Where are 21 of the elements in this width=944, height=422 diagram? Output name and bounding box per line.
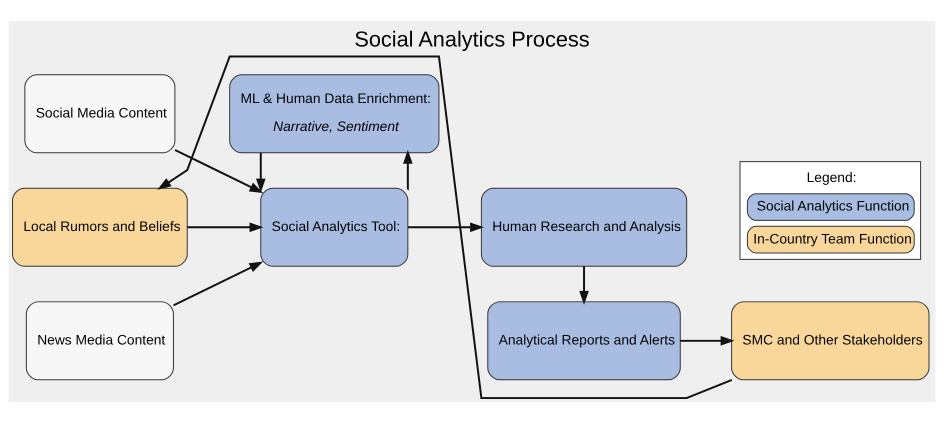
node-box: Social Analytics Tool: [260, 187, 408, 266]
arrow [579, 266, 589, 304]
arrow [256, 152, 266, 192]
legend-label: Social Analytics Function [756, 197, 910, 214]
node-box: Analytical Reports and Alerts [487, 300, 681, 380]
arrow [187, 222, 264, 232]
node-box: Social Media Content [24, 74, 176, 153]
node-box: ML & Human Data Enrichment: Narrative, Sentiment [229, 74, 440, 153]
arrow [403, 149, 413, 190]
arrow [157, 55, 732, 399]
arrow [408, 222, 484, 232]
node-box: News Media Content [26, 300, 174, 380]
legend-label: In-Country Team Function [753, 230, 912, 246]
node-box: Local Rumors and Beliefs [12, 187, 188, 266]
node-box: Human Research and Analysis [480, 187, 688, 266]
node-box: SMC and Other Stakeholders [731, 300, 930, 380]
arrow [680, 335, 734, 346]
label: Legend: [806, 168, 856, 185]
diagram-title: Social Analytics Process [354, 26, 590, 51]
arrow [173, 261, 264, 306]
arrow [174, 148, 264, 193]
